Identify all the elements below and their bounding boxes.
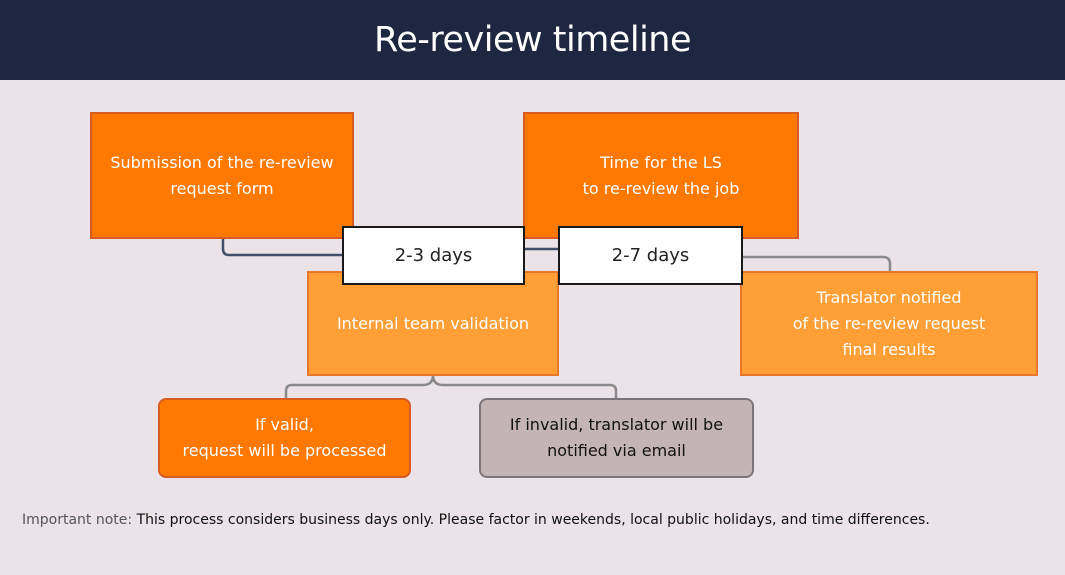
validation-branch-connector xyxy=(284,374,618,399)
submission-step-box: Submission of the re-review request form xyxy=(90,112,354,239)
translator-notified-box: Translator notified of the re-review req… xyxy=(740,271,1038,376)
valid-outcome-label: If valid, request will be processed xyxy=(182,415,387,460)
internal-validation-box: Internal team validation xyxy=(307,271,559,376)
submission-step-label: Submission of the re-review request form xyxy=(110,152,334,198)
ls-review-step-label: Time for the LS to re-review the job xyxy=(582,152,740,198)
important-note-label: Important note: xyxy=(22,512,133,528)
second-duration-box: 2-7 days xyxy=(558,226,743,285)
ls-review-step-box: Time for the LS to re-review the job xyxy=(523,112,799,239)
internal-validation-label: Internal team validation xyxy=(336,313,530,333)
second-duration-label: 2-7 days xyxy=(611,245,690,266)
submission-to-duration-connector xyxy=(221,238,345,257)
header-bar: Re-review timeline xyxy=(0,0,1065,80)
translator-notified-label: Translator notified of the re-review req… xyxy=(792,287,986,359)
first-duration-box: 2-3 days xyxy=(342,226,525,285)
important-note: Important note: This process considers b… xyxy=(22,512,1052,528)
invalid-outcome-label: If invalid, translator will be notified … xyxy=(509,415,724,460)
valid-outcome-box: If valid, request will be processed xyxy=(158,398,411,478)
first-duration-label: 2-3 days xyxy=(394,245,473,266)
second-duration-to-translator-connector xyxy=(741,255,892,273)
important-note-text: This process considers business days onl… xyxy=(132,512,930,528)
invalid-outcome-box: If invalid, translator will be notified … xyxy=(479,398,754,478)
page-title: Re-review timeline xyxy=(373,20,692,60)
